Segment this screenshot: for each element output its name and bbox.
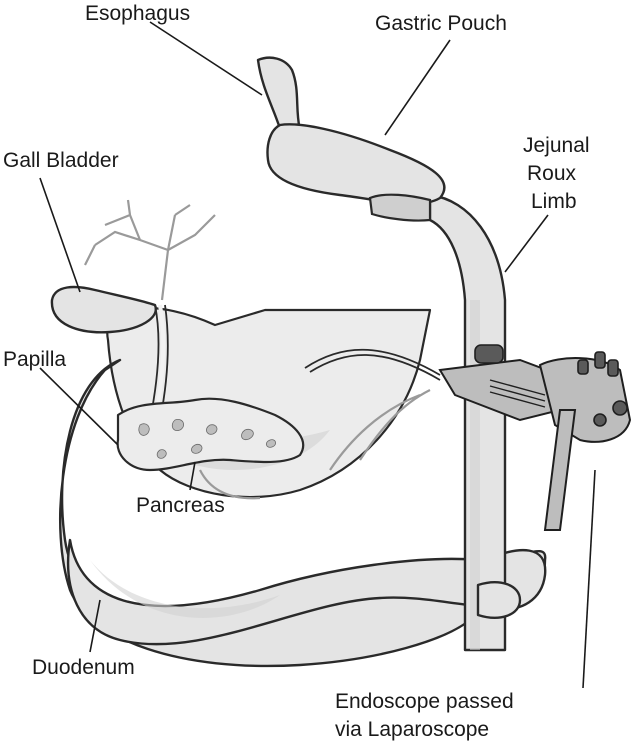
label-limb: Limb <box>531 190 577 213</box>
pancreas <box>116 397 305 472</box>
label-endoscope-line2: via Laparoscope <box>335 718 489 741</box>
label-gall-bladder: Gall Bladder <box>3 149 119 172</box>
leader-papilla <box>39 367 119 446</box>
gastric-pouch <box>266 123 446 222</box>
leader-duodenum <box>89 599 101 653</box>
leader-lines <box>39 21 596 689</box>
label-pancreas: Pancreas <box>136 494 225 517</box>
leader-esophagus <box>149 21 263 96</box>
leader-gall-bladder <box>39 177 81 293</box>
leader-pancreas <box>189 461 196 491</box>
label-duodenum: Duodenum <box>32 656 135 679</box>
gall-bladder <box>50 285 157 334</box>
vessels <box>199 389 431 500</box>
label-roux: Roux <box>527 162 577 185</box>
esophagus <box>256 56 302 137</box>
endoscope <box>304 344 632 531</box>
label-jejunal: Jejunal <box>523 134 590 157</box>
label-papilla: Papilla <box>3 348 66 371</box>
leader-endoscope <box>582 469 596 689</box>
label-gastric-pouch: Gastric Pouch <box>375 12 507 35</box>
leader-gastric-pouch <box>384 39 451 136</box>
label-esophagus: Esophagus <box>85 2 190 25</box>
leader-jejunal <box>504 214 549 273</box>
label-endoscope-line1: Endoscope passed <box>335 690 514 713</box>
